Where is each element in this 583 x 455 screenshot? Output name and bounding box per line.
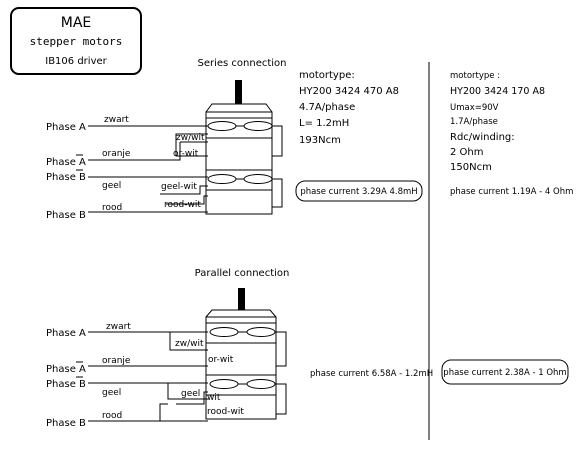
parallel-wire-label-2: geel (102, 388, 121, 398)
parallel-connection: Parallel connection Phase A Pha (46, 268, 569, 429)
series-phase-current-box (295, 180, 423, 202)
parallel-wire-label-3: rood (102, 411, 122, 421)
motor-right-line-2: 1.7A/phase (450, 117, 498, 127)
series-wire-label-2: geel (102, 181, 121, 191)
parallel-phase-label-0: Phase A (46, 328, 86, 339)
motor-left-line-1: 4.7A/phase (299, 102, 355, 113)
series-wire-label-3: rood (102, 203, 122, 213)
series-motor-top (205, 103, 273, 113)
series-wire-label-1: oranje (102, 149, 131, 159)
motor-left-line-3: 193Ncm (299, 135, 341, 146)
series-wire-label-0: zwart (104, 115, 129, 125)
subtitle-text: stepper motors (30, 35, 123, 48)
parallel-phase-current: phase current 6.58A - 1.2mH (310, 369, 433, 379)
parallel-winding-a (205, 322, 277, 344)
parallel-bridge-label-4: rood-wit (207, 407, 244, 417)
motor-right-line-5: 150Ncm (450, 162, 492, 173)
series-bridge-label-0: zw/wit (176, 133, 205, 143)
parallel-phase-label-1: Phase A (46, 364, 86, 375)
motor-left-line-0: HY200 3424 470 A8 (299, 86, 399, 97)
motor-left-label: motortype: (299, 70, 355, 81)
motor-left-spec: motortype: HY200 3424 470 A8 4.7A/phase … (299, 70, 399, 146)
series-motor-body (205, 111, 273, 215)
motor-left-line-2: L= 1.2mH (299, 118, 349, 129)
series-phase-label-1: Phase A (46, 157, 86, 168)
parallel-wire-label-1: oranje (102, 356, 131, 366)
motor-right-phase-current: phase current 1.19A - 4 Ohm (450, 187, 573, 197)
parallel-winding-b (205, 374, 277, 396)
parallel-motor-top (205, 309, 277, 318)
series-heading: Series connection (197, 58, 286, 69)
series-phase-label-3: Phase B (46, 210, 86, 221)
motor-right-line-3: Rdc/winding: (450, 132, 515, 143)
title-box: MAE stepper motors IB106 driver (10, 7, 142, 75)
series-phase-current: phase current 3.29A 4.8mH (300, 187, 417, 197)
series-phase-label-0: Phase A (46, 122, 86, 133)
parallel-heading: Parallel connection (195, 268, 290, 279)
motor-right-line-1: Umax=90V (450, 103, 499, 113)
title-text: MAE (61, 15, 92, 31)
series-phase-label-2: Phase B (46, 172, 86, 183)
parallel-bridge-label-2: geel (181, 389, 200, 399)
parallel-bridge-label-0: zw/wit (175, 339, 204, 349)
parallel-motor-body (205, 316, 277, 420)
driver-text: IB106 driver (45, 56, 107, 67)
parallel-phase-label-3: Phase B (46, 418, 86, 429)
parallel-phase-label-2: Phase B (46, 379, 86, 390)
parallel-bridge-label-1: or-wit (208, 355, 234, 365)
motor-right-spec: motortype : HY200 3424 170 A8 Umax=90V 1… (450, 71, 573, 197)
parallel-wire-label-0: zwart (106, 322, 131, 332)
series-winding-b (205, 169, 273, 191)
parallel-phase-current-right-box (441, 359, 569, 385)
parallel-bridge-label-3: wit (207, 393, 221, 403)
motor-right-line-4: 2 Ohm (450, 147, 484, 158)
parallel-phase-current-right: phase current 2.38A - 1 Ohm (443, 368, 566, 378)
parallel-motor-shaft (238, 288, 245, 310)
series-wire-phase-a-bar (88, 142, 181, 161)
motor-right-label: motortype : (450, 71, 500, 81)
series-bridge-label-2: geel-wit (161, 182, 197, 192)
title-box-frame (10, 7, 142, 75)
series-winding-a (205, 117, 273, 139)
series-connection: Series connection (46, 58, 423, 221)
series-bridge-label-1: or-wit (173, 149, 199, 159)
series-motor-shaft (235, 80, 242, 104)
motor-right-line-0: HY200 3424 170 A8 (450, 86, 545, 97)
series-bridge-label-3: rood-wit (164, 200, 201, 210)
